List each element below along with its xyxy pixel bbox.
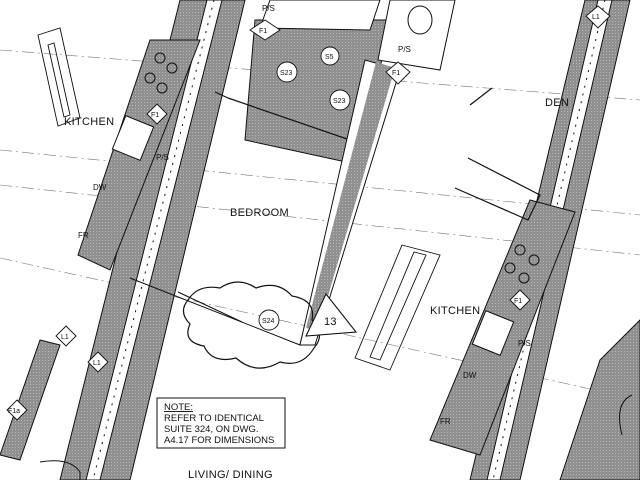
tag-ps-kitchen-right: P/S — [518, 339, 531, 348]
tag-fr-left: FR — [78, 231, 89, 240]
central-diagonal-wall — [299, 59, 401, 346]
tag-s5: S5 — [325, 54, 334, 61]
bedroom-door-swing — [129, 277, 301, 346]
tag-ps-top: P/S — [262, 4, 275, 13]
note-heading: NOTE: — [164, 402, 193, 413]
tag-fr-right: FR — [440, 417, 451, 426]
tag-l1-left: L1 — [61, 334, 69, 341]
bedroom-label: BEDROOM — [230, 207, 289, 219]
tag-dw-left: DW — [93, 183, 107, 192]
tag-shapes — [6, 5, 611, 421]
kitchen-left-label: KITCHEN — [64, 116, 114, 128]
note-box — [156, 397, 286, 449]
tag-f1a: F1a — [8, 408, 20, 415]
right-island — [354, 244, 441, 371]
revision-number: 13 — [324, 316, 337, 328]
tag-f1-top: F1 — [259, 28, 267, 35]
tag-f1-mid: F1 — [392, 70, 400, 77]
note-line-3: A4.17 FOR DIMENSIONS — [164, 435, 274, 446]
den-walls — [454, 87, 541, 221]
tag-l1: L1 — [592, 14, 600, 21]
living-dining-label: LIVING/ DINING — [188, 469, 273, 480]
tag-ps-right: P/S — [398, 45, 411, 54]
tag-s23-a: S23 — [280, 70, 293, 77]
revision-cloud — [182, 281, 321, 369]
tag-f1-kitchen-left: F1 — [151, 112, 159, 119]
tag-s24: S24 — [262, 318, 275, 325]
tag-ps-left: P/S — [156, 153, 169, 162]
kitchen-right-label: KITCHEN — [430, 305, 480, 317]
note-line-2: SUITE 324, ON DWG. — [164, 424, 259, 435]
note-line-1: REFER TO IDENTICAL — [164, 413, 264, 424]
left-kitchen-counter — [0, 39, 201, 461]
revision-triangle — [305, 292, 358, 337]
tag-l1-mid: L1 — [93, 360, 101, 367]
corner-mark-right — [619, 394, 633, 436]
tag-s23-b: S23 — [333, 98, 346, 105]
right-kitchen-counter — [429, 199, 576, 456]
tag-f1-kitchen-right: F1 — [514, 298, 522, 305]
left-island — [37, 27, 81, 127]
tag-dw-right: DW — [463, 371, 477, 380]
corner-mark — [39, 460, 81, 480]
den-label: DEN — [545, 97, 569, 109]
